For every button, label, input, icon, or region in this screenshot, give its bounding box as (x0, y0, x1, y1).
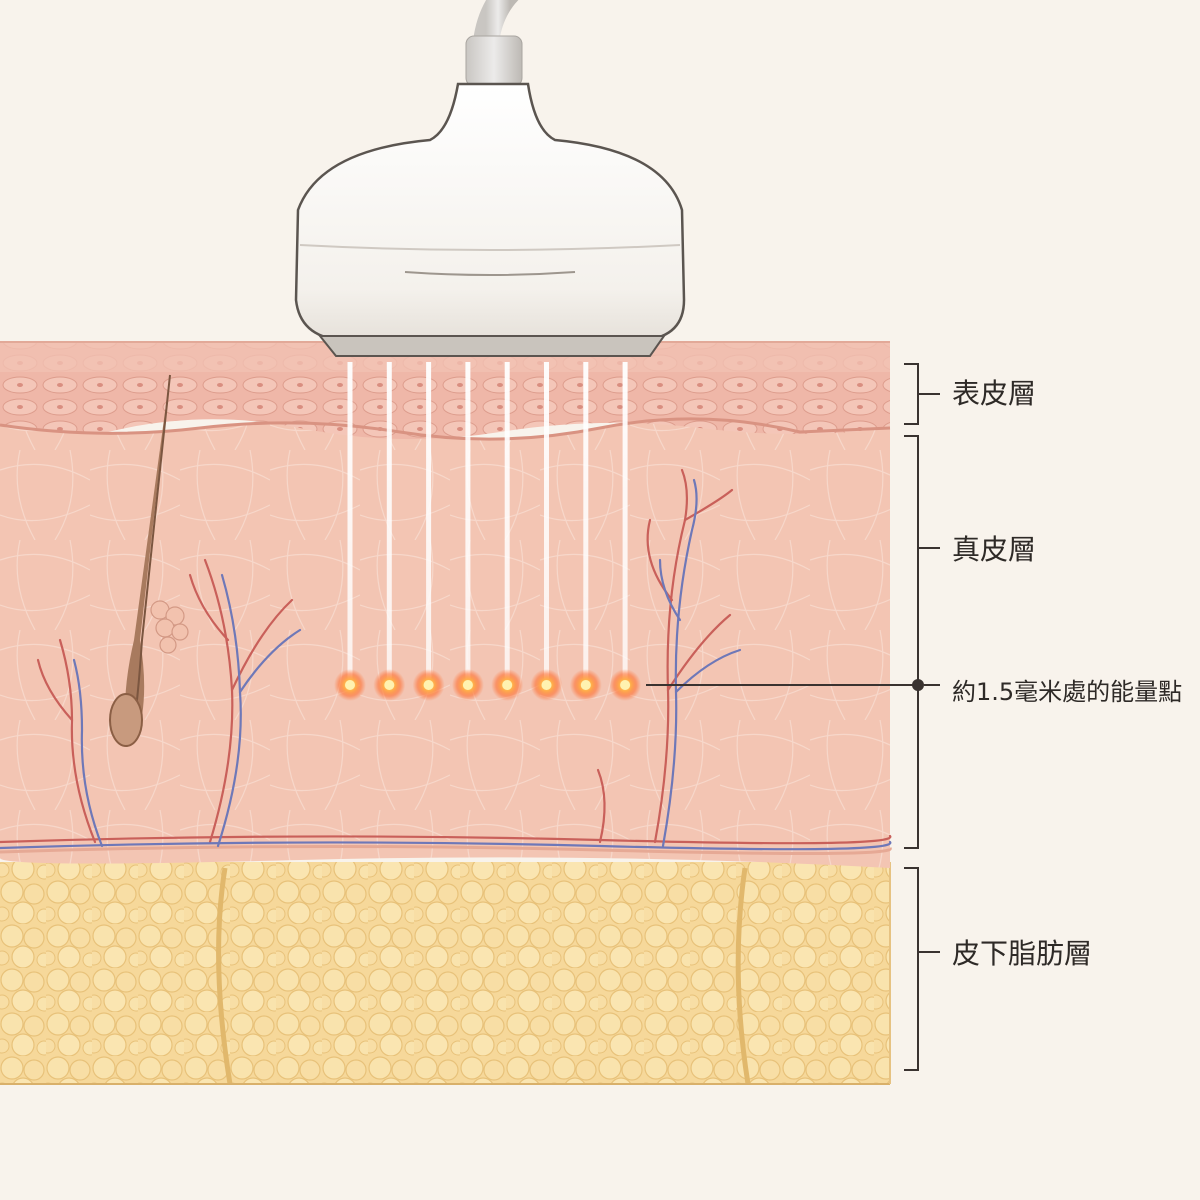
dermis-label: 真皮層 (952, 533, 1037, 566)
ultrasound-beams (347, 362, 628, 679)
epidermis-label: 表皮層 (952, 377, 1037, 410)
focal-point (384, 680, 395, 690)
ultrasound-beam (465, 362, 471, 679)
ultrasound-beam (622, 362, 628, 679)
ultrasound-probe (294, 82, 686, 357)
ultrasound-beam (583, 362, 589, 679)
focal-point (541, 680, 552, 690)
focal-point (462, 680, 473, 690)
subcutaneous-fat-label: 皮下脂肪層 (952, 937, 1093, 970)
focal-point (620, 680, 631, 690)
focal-point (345, 680, 355, 690)
focal-point (502, 680, 513, 690)
ultrasound-beam (426, 362, 432, 679)
artery-network (0, 468, 892, 845)
ultrasound-beam (347, 362, 353, 679)
ultrasound-beam (386, 362, 392, 679)
sebaceous-gland (150, 600, 189, 654)
energy-focal-points (334, 669, 642, 701)
fat-layer (0, 862, 891, 1085)
blood-vessels (0, 468, 892, 851)
fat-bracket (904, 867, 940, 1071)
ultrasound-beam (544, 362, 549, 679)
dermis-layer (0, 418, 892, 868)
layer-brackets (904, 363, 940, 1071)
focal-point (580, 680, 591, 690)
focal-point-leader (646, 679, 940, 691)
epidermis-bracket (904, 363, 940, 425)
ultrasound-beam (504, 362, 510, 679)
vein-network (0, 478, 892, 851)
focal-point (423, 680, 434, 690)
dermis-bracket (904, 435, 940, 849)
focal-points-label: 約1.5毫米處的能量點 (952, 678, 1183, 706)
hair-follicle (109, 374, 189, 747)
probe-cable (465, 0, 523, 87)
